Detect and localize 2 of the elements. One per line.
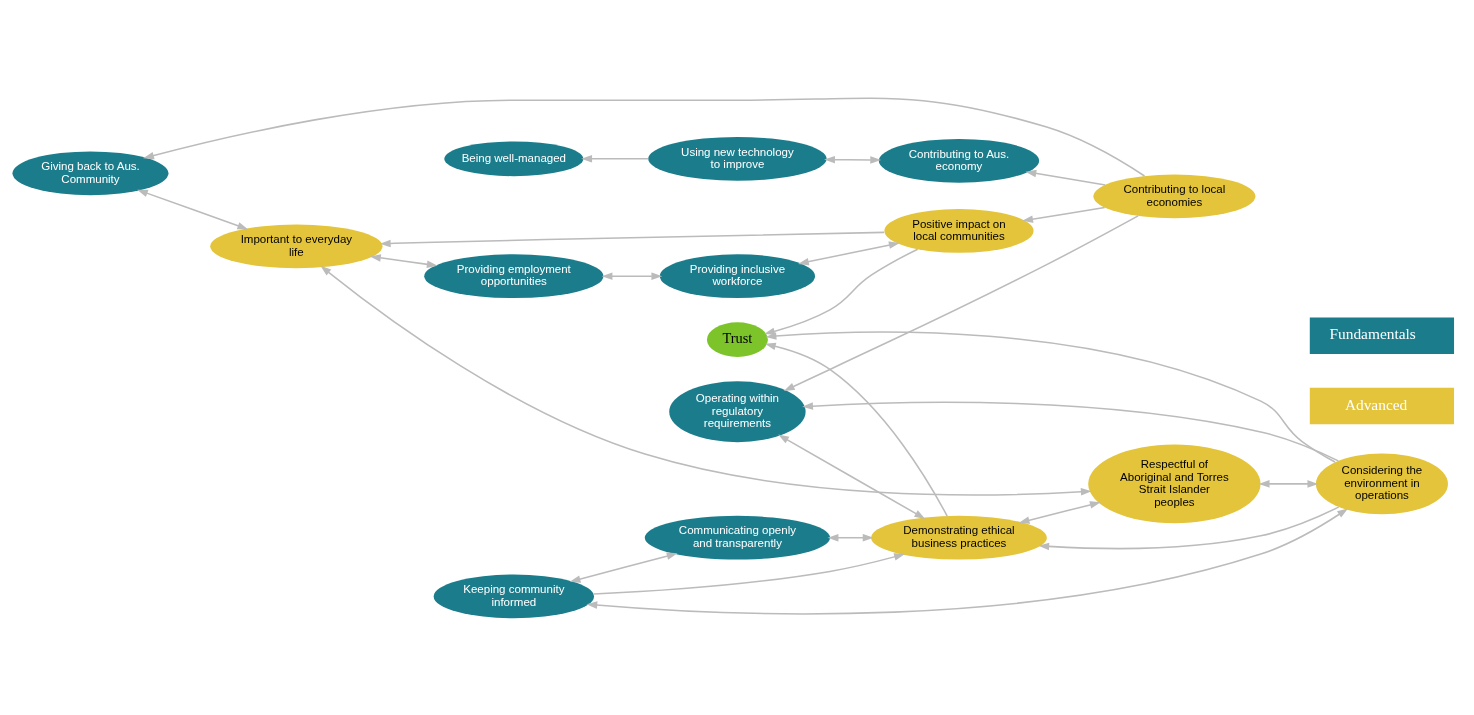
legend-label: Fundamentals: [1329, 324, 1416, 342]
legend-label: Advanced: [1344, 395, 1408, 413]
